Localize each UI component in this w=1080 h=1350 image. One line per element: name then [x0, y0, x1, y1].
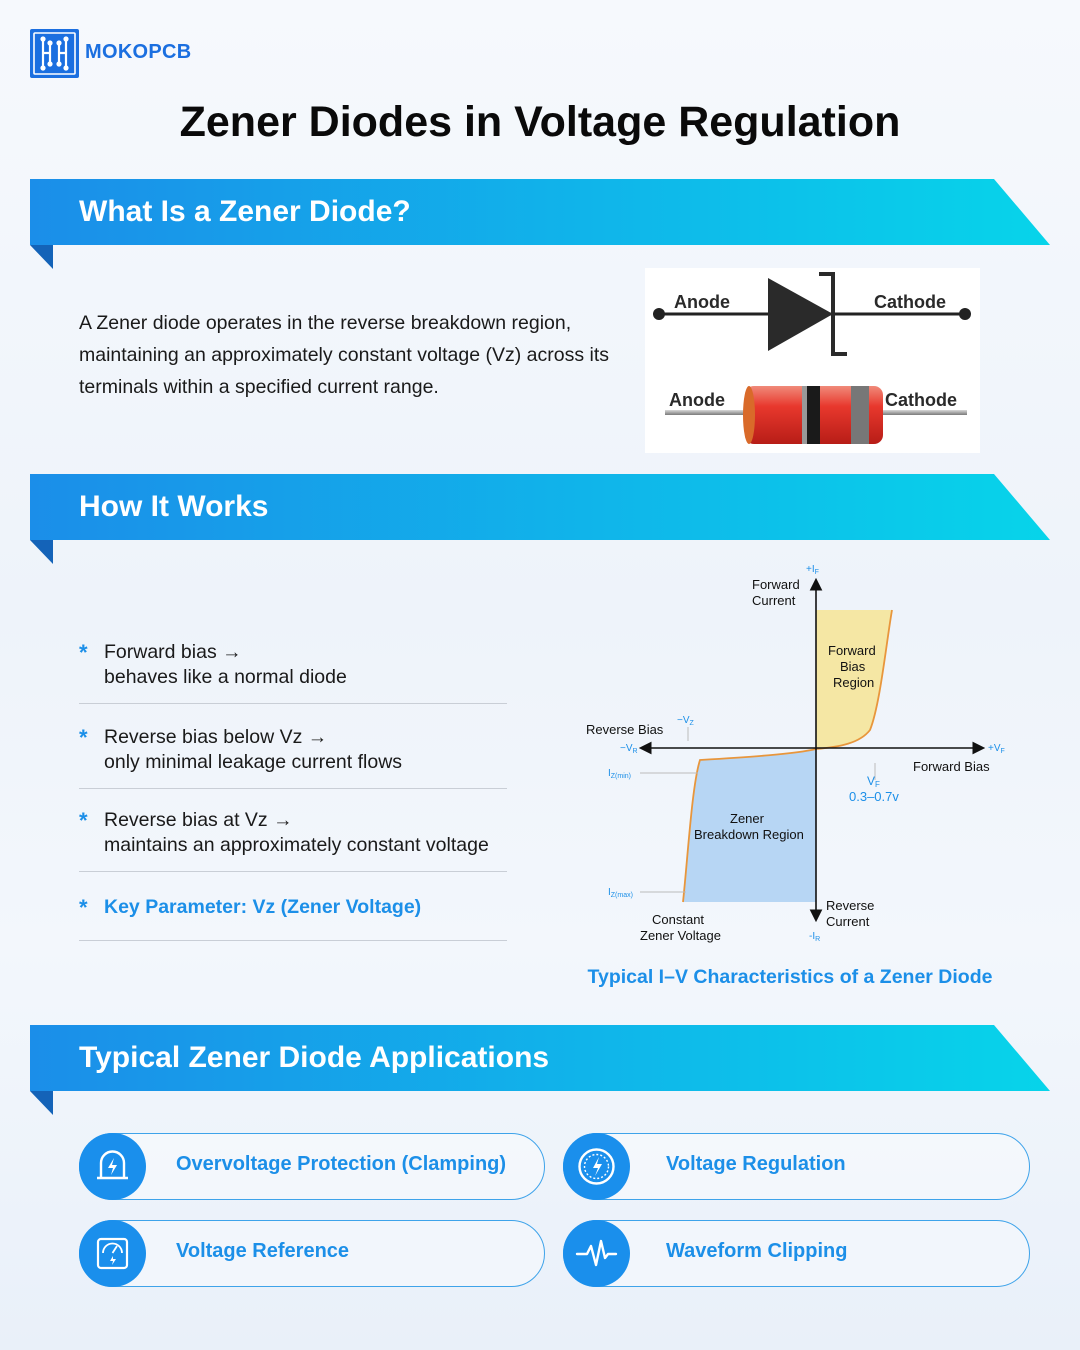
anode-label-2: Anode [669, 390, 725, 410]
minus-vz-label: −V [677, 715, 690, 726]
cathode-label: Cathode [874, 292, 946, 312]
app-card-regulation: Voltage Regulation [562, 1132, 1030, 1200]
bullet-line: Forward bias → [104, 641, 242, 663]
divider [79, 703, 507, 704]
section-heading: What Is a Zener Diode? [79, 195, 411, 228]
svg-text:VF: VF [867, 774, 880, 789]
svg-text:+VF: +VF [988, 743, 1005, 755]
zener-breakdown-region [683, 749, 816, 902]
asterisk-icon: * [79, 895, 88, 920]
svg-text:Current: Current [826, 914, 870, 929]
brand-logo [30, 29, 79, 78]
diode-illustration: Anode Cathode Anode Cathode [645, 268, 980, 453]
section-banner-what: What Is a Zener Diode? [30, 179, 1050, 269]
cathode-label-2: Cathode [885, 390, 957, 410]
anode-label: Anode [674, 292, 730, 312]
bullet-line: Reverse bias below Vz → [104, 726, 328, 748]
zener-region-label: Zener [730, 811, 765, 826]
minus-vr-label: −V [620, 743, 633, 754]
forward-current-label: Forward [752, 577, 800, 592]
brand-name: MOKOPCB [85, 41, 192, 63]
bullet-line: behaves like a normal diode [104, 666, 347, 688]
svg-text:-IR: -IR [809, 931, 820, 943]
svg-text:−VR: −VR [620, 743, 638, 755]
section-heading: How It Works [79, 490, 269, 523]
app-label: Voltage Regulation [666, 1153, 846, 1175]
app-card-reference: Voltage Reference [78, 1219, 545, 1287]
app-label: Voltage Reference [176, 1240, 350, 1262]
svg-text:IZ(max): IZ(max) [608, 887, 633, 899]
waveform-icon [562, 1219, 630, 1287]
key-parameter: * Key Parameter: Vz (Zener Voltage) [79, 895, 509, 925]
vf-range-label: 0.3–0.7v [849, 789, 899, 804]
page-title: Zener Diodes in Voltage Regulation [179, 98, 901, 146]
reverse-current-label: Reverse [826, 898, 874, 913]
logo-mark-icon [33, 32, 76, 75]
iv-characteristic-chart: +IF Forward Current Forward Bias Region … [586, 564, 1005, 943]
app-label: Waveform Clipping [666, 1240, 848, 1262]
minus-ir-label: -I [809, 931, 815, 942]
app-card-clipping: Waveform Clipping [562, 1219, 1030, 1287]
plus-if-label: +I [806, 564, 815, 575]
key-parameter-text: Key Parameter: Vz (Zener Voltage) [104, 896, 422, 918]
section-heading: Typical Zener Diode Applications [79, 1041, 550, 1074]
shield-bolt-icon [78, 1132, 146, 1200]
svg-text:Bias: Bias [840, 659, 866, 674]
bullet-line: only minimal leakage current flows [104, 751, 403, 773]
izmin-label: I [608, 768, 611, 779]
bullet-line: maintains an approximately constant volt… [104, 834, 489, 856]
anode-terminal-dot [653, 308, 665, 320]
app-label: Overvoltage Protection (Clamping) [176, 1153, 507, 1175]
svg-text:Zener Voltage: Zener Voltage [640, 928, 721, 943]
cathode-terminal-dot [959, 308, 971, 320]
forward-region-label: Forward [828, 643, 876, 658]
iv-curve [682, 609, 893, 903]
section-banner-how: How It Works [30, 474, 1050, 564]
svg-text:−VZ: −VZ [677, 715, 695, 727]
section-banner-apps: Typical Zener Diode Applications [30, 1025, 1050, 1115]
bullet-item: * Forward bias → behaves like a normal d… [79, 640, 509, 692]
intro-paragraph: A Zener diode operates in the reverse br… [79, 312, 610, 398]
forward-bias-region [816, 610, 892, 749]
gauge-bolt-icon [562, 1132, 630, 1200]
svg-text:Region: Region [833, 675, 874, 690]
svg-text:+IF: +IF [806, 564, 819, 576]
asterisk-icon: * [79, 640, 88, 665]
diode-triangle [768, 278, 833, 351]
reverse-bias-label: Reverse Bias [586, 722, 664, 737]
vf-label: V [867, 774, 875, 788]
divider [79, 788, 507, 789]
asterisk-icon: * [79, 725, 88, 750]
divider [79, 940, 507, 941]
svg-text:Breakdown Region: Breakdown Region [694, 827, 804, 842]
bullet-item: * Reverse bias below Vz → only minimal l… [79, 725, 509, 777]
zener-bar [819, 272, 847, 356]
asterisk-icon: * [79, 808, 88, 833]
constant-voltage-label: Constant [652, 912, 704, 927]
divider [79, 871, 507, 872]
app-card-overvoltage: Overvoltage Protection (Clamping) [78, 1132, 545, 1200]
forward-bias-label: Forward Bias [913, 759, 990, 774]
meter-icon [78, 1219, 146, 1287]
izmax-label: I [608, 887, 611, 898]
bullet-line: Reverse bias at Vz → [104, 809, 293, 831]
svg-text:Current: Current [752, 593, 796, 608]
chart-caption: Typical I–V Characteristics of a Zener D… [587, 966, 993, 988]
svg-text:IZ(min): IZ(min) [608, 768, 631, 780]
bullet-item: * Reverse bias at Vz → maintains an appr… [79, 808, 509, 860]
plus-vf-label: +V [988, 743, 1001, 754]
